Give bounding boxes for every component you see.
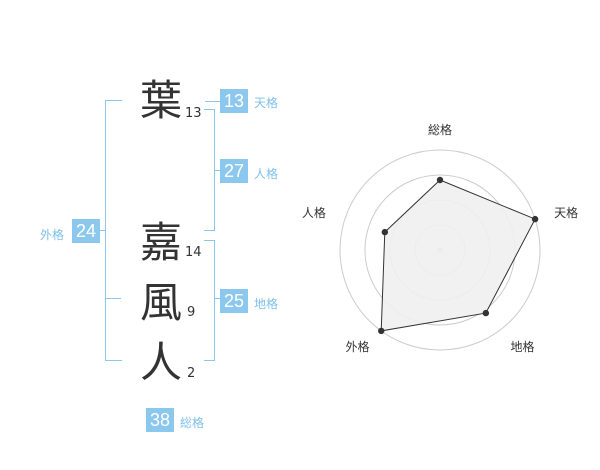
radar-axis-label: 外格 (345, 339, 369, 354)
gaikaku-label: 外格 (40, 228, 65, 242)
chikaku-value: 25 (220, 289, 248, 313)
radar-ring (339, 149, 541, 351)
stroke-count-2: 14 (185, 245, 202, 260)
soukaku-label: 総格 (180, 416, 205, 430)
soukaku-value: 38 (146, 408, 174, 432)
jinkaku-connector (214, 170, 220, 171)
name-char-3: 風 (140, 278, 183, 327)
radar-axis-label: 天格 (554, 205, 578, 220)
gaikaku-value: 24 (72, 219, 100, 243)
radar-point-5 (381, 228, 389, 236)
stroke-count-3: 9 (187, 305, 196, 320)
gaikaku-connector (99, 230, 105, 231)
radar-axis-label: 総格 (428, 122, 452, 137)
tenkaku-connector (205, 101, 221, 102)
radar-point-4 (378, 327, 385, 335)
chikaku-bracket (204, 240, 215, 361)
tenkaku-value: 13 (220, 89, 248, 113)
radar-axis-label: 地格 (511, 339, 535, 354)
name-char-2: 嘉 (140, 218, 183, 267)
stroke-count-1: 13 (185, 106, 202, 121)
gaikaku-bracket (105, 100, 122, 361)
radar-point-3 (482, 309, 490, 317)
jinkaku-label: 人格 (254, 167, 279, 181)
radar-point-2 (531, 215, 539, 223)
radar-point-1 (436, 176, 444, 184)
radar-area (380, 179, 536, 332)
radar-axis-label: 人格 (302, 205, 326, 220)
name-char-4: 人 (140, 338, 183, 387)
jinkaku-value: 27 (220, 159, 248, 183)
name-char-1: 葉 (140, 76, 183, 125)
stroke-count-4: 2 (187, 366, 196, 381)
chikaku-connector (214, 298, 220, 299)
tenkaku-label: 天格 (254, 96, 279, 110)
chikaku-label: 地格 (254, 297, 279, 311)
gaikaku-bracket-middle-tick (105, 298, 121, 299)
